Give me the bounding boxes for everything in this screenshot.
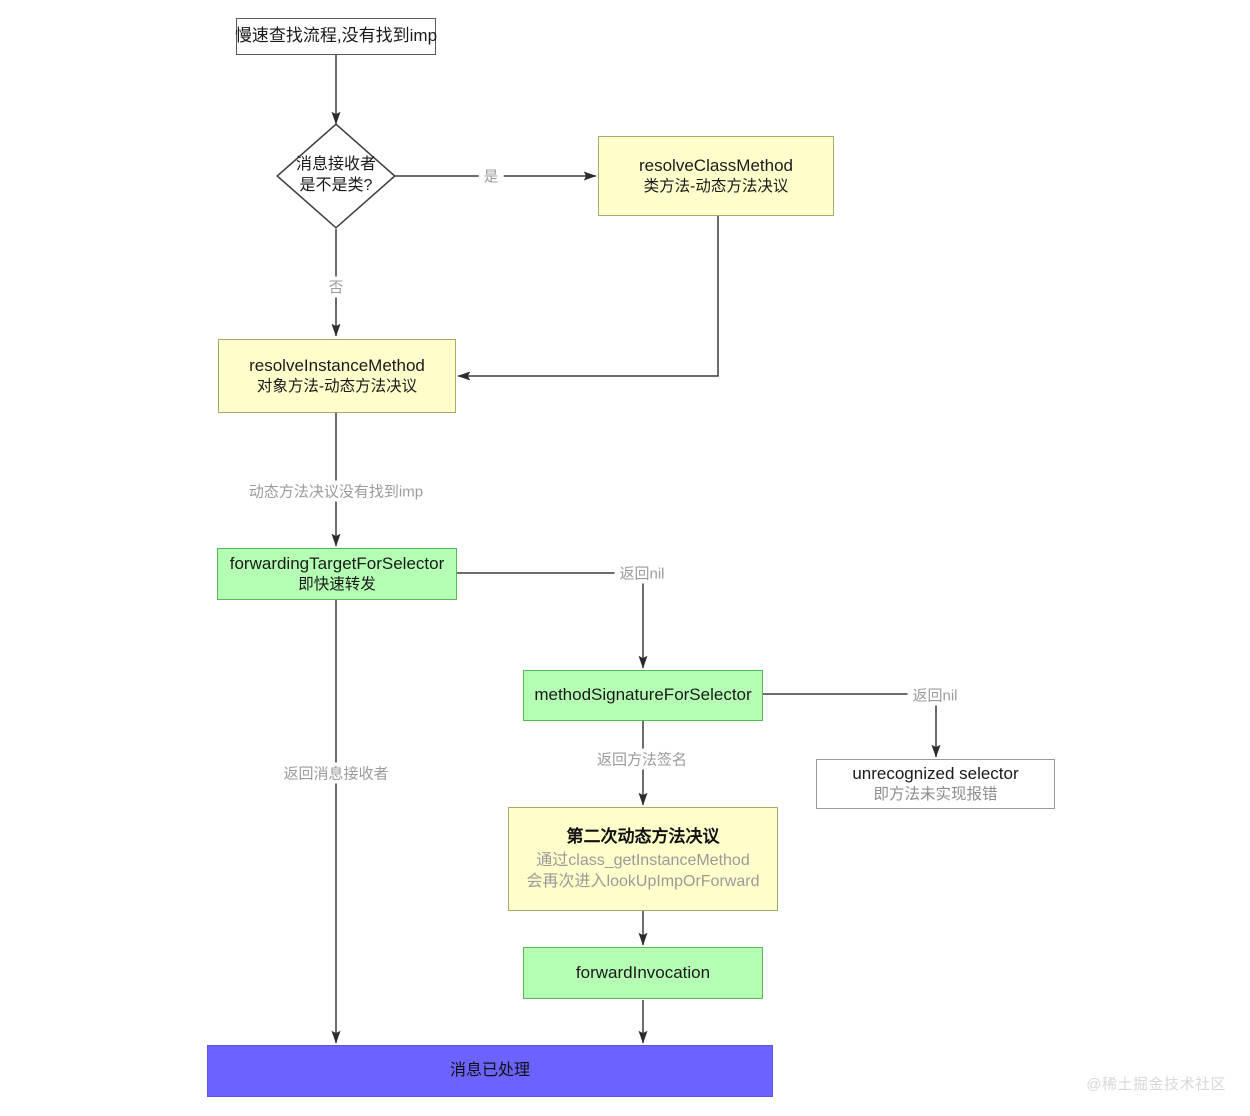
edge-label-return-signature: 返回方法签名 <box>591 748 693 770</box>
edge-classmethod-to-instancemethod <box>457 216 719 381</box>
node-forwarding-target-title: forwardingTargetForSelector <box>229 553 445 573</box>
node-unrecognized-selector-sub: 即方法未实现报错 <box>873 785 998 803</box>
node-resolve-class-method-title: resolveClassMethod <box>638 155 793 175</box>
node-resolve-class-method-sub: 类方法-动态方法决议 <box>643 177 789 195</box>
edge-label-return-nil-2: 返回nil <box>907 684 963 706</box>
node-resolve-instance-method-sub: 对象方法-动态方法决议 <box>256 377 418 395</box>
node-method-signature-for-selector[interactable]: methodSignatureForSelector <box>523 670 763 721</box>
edge-label-no: 否 <box>323 276 349 298</box>
node-second-resolution[interactable]: 第二次动态方法决议 通过class_getInstanceMethod 会再次进… <box>508 807 778 911</box>
edge-label-dynamic-not-found: 动态方法决议没有找到imp <box>243 480 429 502</box>
node-message-handled-title: 消息已处理 <box>449 1062 530 1080</box>
node-second-resolution-sub1: 通过class_getInstanceMethod <box>536 852 750 870</box>
node-unrecognized-selector[interactable]: unrecognized selector 即方法未实现报错 <box>816 759 1055 809</box>
node-resolve-class-method[interactable]: resolveClassMethod 类方法-动态方法决议 <box>598 136 834 216</box>
node-message-handled[interactable]: 消息已处理 <box>207 1045 773 1097</box>
edge-forwardingtarget-to-methodsignature <box>457 572 648 669</box>
node-resolve-instance-method-title: resolveInstanceMethod <box>249 355 425 375</box>
node-forwarding-target-sub: 即快速转发 <box>298 575 376 593</box>
edge-label-yes: 是 <box>478 165 504 187</box>
node-forwarding-target-for-selector[interactable]: forwardingTargetForSelector 即快速转发 <box>217 548 457 600</box>
node-is-class-title: 消息接收者 <box>295 156 376 174</box>
node-start-title: 慢速查找流程,没有找到imp <box>234 26 438 46</box>
node-unrecognized-selector-title: unrecognized selector <box>852 763 1019 783</box>
node-method-signature-title: methodSignatureForSelector <box>534 685 752 705</box>
edge-label-return-receiver: 返回消息接收者 <box>278 762 394 784</box>
node-is-class-decision[interactable]: 消息接收者 是不是类? <box>276 123 396 229</box>
node-forward-invocation-title: forwardInvocation <box>575 962 711 982</box>
watermark: @稀土掘金技术社区 <box>1086 1076 1226 1093</box>
node-forward-invocation[interactable]: forwardInvocation <box>523 947 763 999</box>
edge-label-return-nil-1: 返回nil <box>614 562 670 584</box>
node-second-resolution-sub2: 会再次进入lookUpImpOrForward <box>526 873 760 891</box>
node-is-class-label: 消息接收者 是不是类? <box>276 123 396 229</box>
node-second-resolution-title: 第二次动态方法决议 <box>566 826 720 846</box>
node-start[interactable]: 慢速查找流程,没有找到imp <box>234 18 438 55</box>
diamond-shape <box>276 123 396 229</box>
node-resolve-instance-method[interactable]: resolveInstanceMethod 对象方法-动态方法决议 <box>218 339 456 413</box>
node-is-class-sub: 是不是类? <box>299 177 373 194</box>
